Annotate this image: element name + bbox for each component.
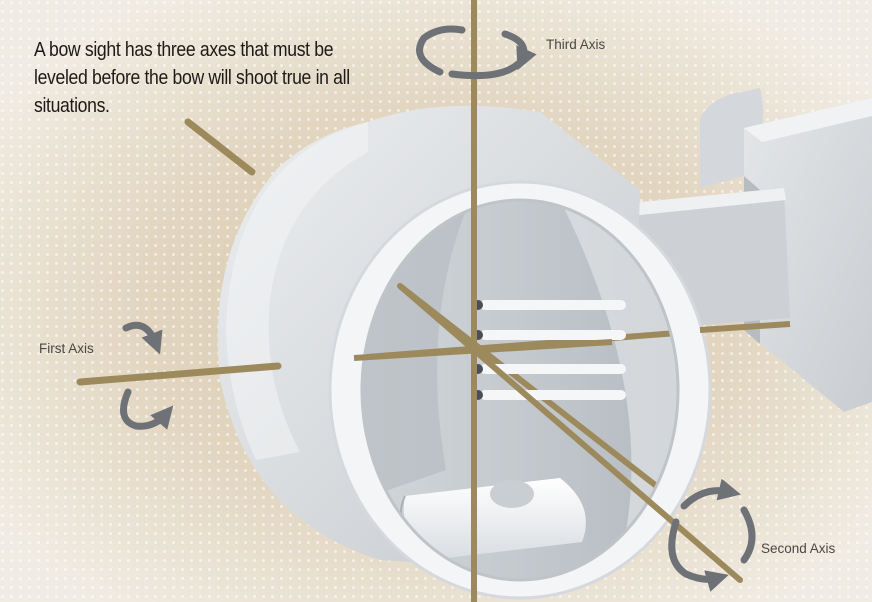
sight-pin [473,330,626,340]
second-axis-label: Second Axis [761,541,835,556]
sight-pin [473,300,626,310]
sight-pin [473,390,626,400]
first-axis-label: First Axis [39,341,94,356]
third-axis-label: Third Axis [546,37,605,52]
caption-text: A bow sight has three axes that must be … [34,36,361,120]
